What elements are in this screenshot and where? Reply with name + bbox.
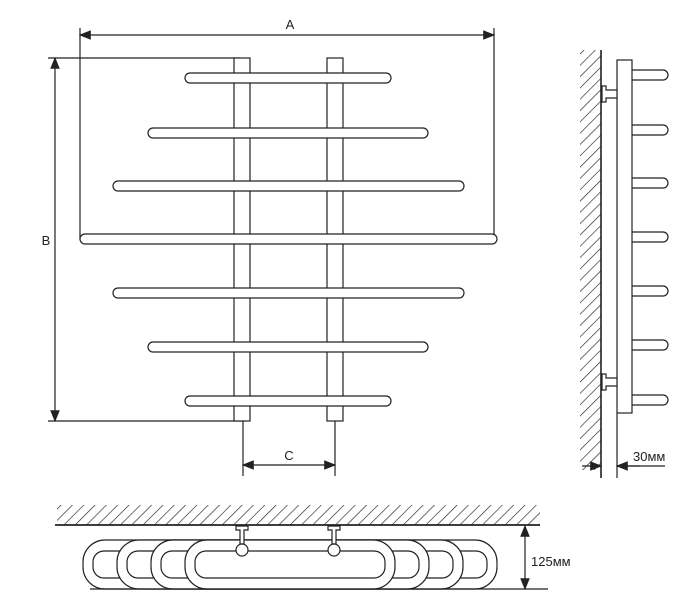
wall-hatch <box>580 50 601 470</box>
horizontal-bar <box>79 233 498 245</box>
wall-gap-label: 30мм <box>633 449 665 464</box>
wall-bracket <box>601 373 618 391</box>
front-view: A B C <box>42 17 498 476</box>
bar-loops <box>82 539 498 590</box>
side-panel <box>616 59 633 414</box>
horizontal-bar <box>112 180 465 192</box>
top-view: 125мм <box>55 505 571 591</box>
side-view: 30мм <box>580 50 669 478</box>
top-brackets <box>235 525 341 557</box>
bar-loop-inner <box>194 550 386 579</box>
horizontal-bar <box>112 287 465 299</box>
horizontal-bar <box>184 395 392 407</box>
horizontal-bar <box>184 72 392 84</box>
wall-hatch <box>57 505 540 525</box>
dimension-a: A <box>78 17 496 240</box>
dimension-b: B <box>42 56 245 423</box>
horizontal-bar <box>147 127 429 139</box>
horizontal-bar <box>147 341 429 353</box>
depth-label: 125мм <box>531 554 571 569</box>
dimension-b-label: B <box>42 233 51 248</box>
horizontal-bars <box>79 72 498 407</box>
dimension-c: C <box>241 421 337 476</box>
dimension-a-label: A <box>286 17 295 32</box>
wall-bracket <box>601 85 618 103</box>
dimension-c-label: C <box>284 448 293 463</box>
